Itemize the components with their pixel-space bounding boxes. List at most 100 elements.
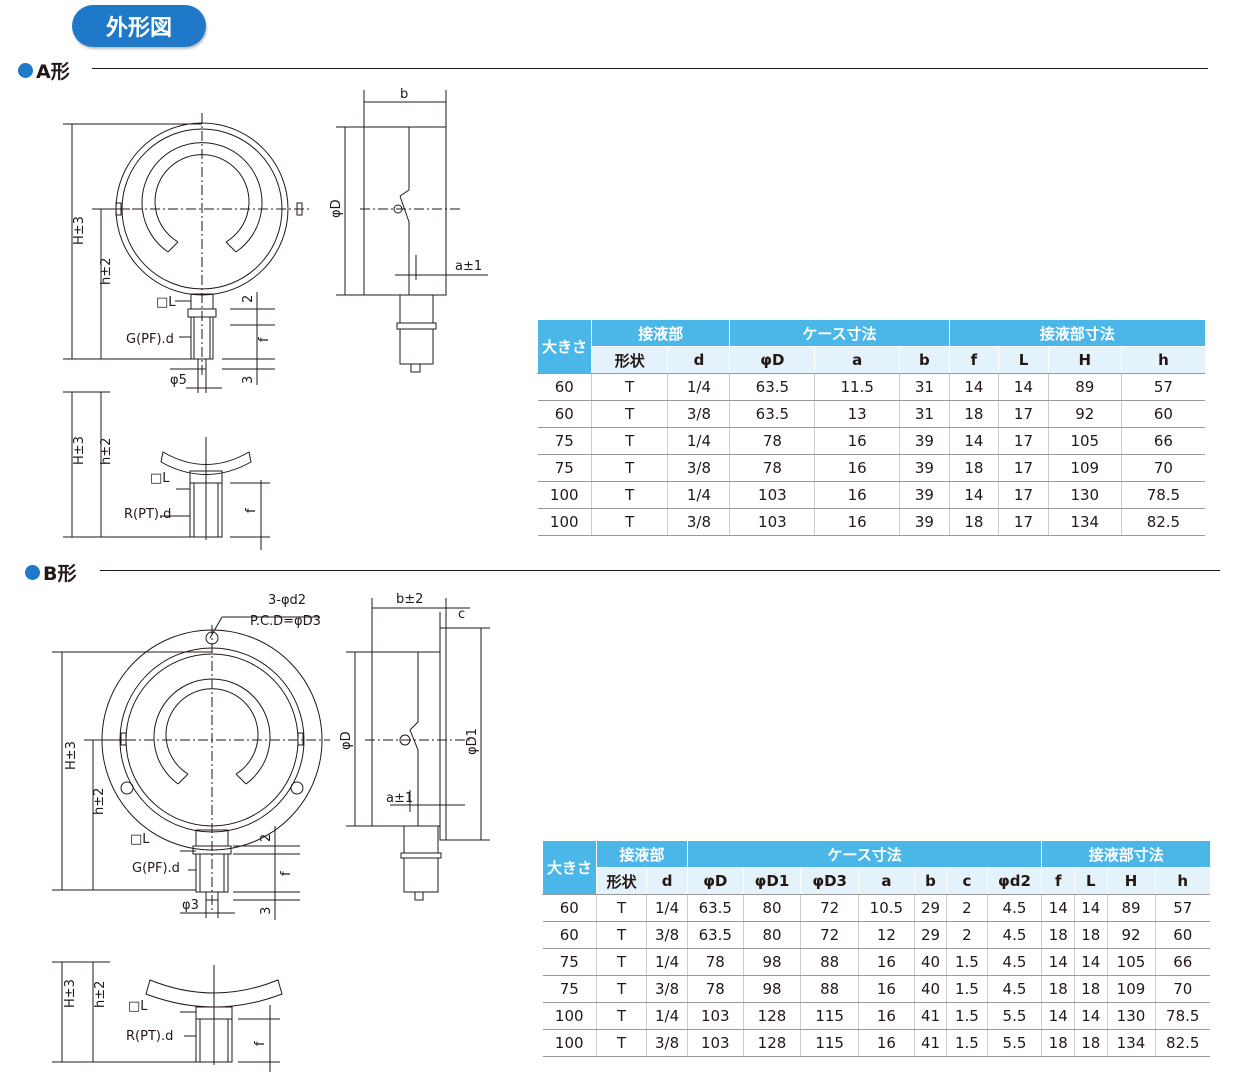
column-header: 形状: [590, 346, 668, 374]
dim-f-b: f: [279, 871, 294, 876]
table-cell: 115: [800, 1002, 859, 1030]
section-b-label: B形: [43, 563, 77, 585]
table-cell: 17: [998, 454, 1049, 482]
table-cell: 130: [1047, 481, 1122, 509]
table-cell: 63.5: [686, 921, 744, 949]
table-cell: 92: [1047, 400, 1122, 428]
dim-fb-a: f: [244, 508, 259, 513]
table-cell: 3/8: [646, 1029, 688, 1057]
table-cell: 3/8: [667, 508, 730, 536]
dim-gpf-b: G(PF).d: [132, 861, 180, 876]
table-cell: 100: [542, 1029, 597, 1057]
table-cell: 78: [729, 427, 815, 455]
column-header: f: [1041, 867, 1075, 895]
table-cell: 63.5: [729, 400, 815, 428]
table-cell: T: [590, 427, 668, 455]
table-cell: 14: [1073, 1002, 1107, 1030]
table-cell: T: [590, 373, 668, 401]
table-cell: T: [595, 1029, 647, 1057]
column-header: L: [998, 346, 1049, 374]
dim-sqL-a: □L: [156, 295, 176, 310]
dim-b2-b: b±2: [396, 592, 423, 607]
table-cell: 31: [899, 400, 950, 428]
column-header: h: [1154, 867, 1210, 895]
dim-pcd-b: P.C.D=φD3: [250, 614, 321, 629]
table-cell: 98: [742, 948, 801, 976]
col-size: 大きさ: [537, 320, 592, 374]
table-cell: 63.5: [686, 894, 744, 922]
table-cell: 72: [800, 921, 859, 949]
table-cell: T: [595, 894, 647, 922]
table-cell: 14: [1073, 948, 1107, 976]
table-cell: 18: [1073, 1029, 1107, 1057]
table-cell: 66: [1154, 948, 1210, 976]
table-cell: 134: [1047, 508, 1122, 536]
table-cell: 75: [537, 427, 592, 455]
dim-H3b-b: H±3: [63, 979, 78, 1008]
dim-phiD-a: φD: [329, 199, 344, 218]
table-cell: 4.5: [986, 975, 1042, 1003]
bullet-dot-icon: [25, 565, 40, 580]
table-cell: 115: [800, 1029, 859, 1057]
dim-h2-b: h±2: [92, 788, 107, 815]
table-cell: 89: [1106, 894, 1155, 922]
column-header: a: [814, 346, 900, 374]
dim-a1-a: a±1: [455, 259, 482, 274]
table-cell: 60: [542, 921, 597, 949]
table-cell: 17: [998, 508, 1049, 536]
table-cell: 16: [814, 508, 900, 536]
table-cell: 60: [537, 400, 592, 428]
table-cell: 1/4: [667, 427, 730, 455]
dim-gpf-a: G(PF).d: [126, 332, 174, 347]
table-cell: 70: [1154, 975, 1210, 1003]
table-cell: 103: [729, 508, 815, 536]
column-header: c: [946, 867, 988, 895]
section-a-label: A形: [36, 61, 70, 83]
dim-f-a: f: [257, 337, 272, 342]
table-cell: 41: [913, 1029, 947, 1057]
table-cell: 18: [1041, 1029, 1075, 1057]
table-cell: 18: [948, 454, 999, 482]
section-badge: 外形図: [72, 5, 206, 47]
table-cell: 57: [1120, 373, 1205, 401]
dim-sqLb-b: □L: [128, 999, 148, 1014]
table-cell: 3/8: [646, 975, 688, 1003]
table-cell: 78: [686, 948, 744, 976]
table-cell: T: [590, 454, 668, 482]
table-cell: 130: [1106, 1002, 1155, 1030]
table-cell: 14: [948, 481, 999, 509]
table-cell: 17: [998, 481, 1049, 509]
table-cell: 88: [800, 948, 859, 976]
table-cell: 100: [542, 1002, 597, 1030]
table-cell: 16: [858, 975, 915, 1003]
table-cell: 39: [899, 508, 950, 536]
column-header: φD3: [800, 867, 859, 895]
table-cell: 29: [913, 921, 947, 949]
table-cell: 16: [858, 1002, 915, 1030]
column-header: φD1: [742, 867, 801, 895]
table-cell: 72: [800, 894, 859, 922]
table-cell: 105: [1106, 948, 1155, 976]
dim-phi5-a: φ5: [170, 373, 187, 388]
table-cell: T: [595, 948, 647, 976]
dim-c-b: c: [458, 607, 465, 622]
table-cell: 16: [814, 427, 900, 455]
dim-h2-a: h±2: [99, 258, 114, 285]
column-header: H: [1047, 346, 1122, 374]
table-cell: 14: [1041, 948, 1075, 976]
dim-two-b: 2: [259, 834, 274, 842]
divider-b: [100, 570, 1220, 571]
table-cell: 5.5: [986, 1002, 1042, 1030]
dim-fb-b: f: [253, 1041, 268, 1046]
table-cell: T: [590, 508, 668, 536]
table-cell: 1/4: [667, 373, 730, 401]
table-cell: T: [595, 921, 647, 949]
column-header: φD: [686, 867, 744, 895]
table-cell: 78: [729, 454, 815, 482]
table-cell: 1.5: [946, 975, 988, 1003]
table-cell: 13: [814, 400, 900, 428]
